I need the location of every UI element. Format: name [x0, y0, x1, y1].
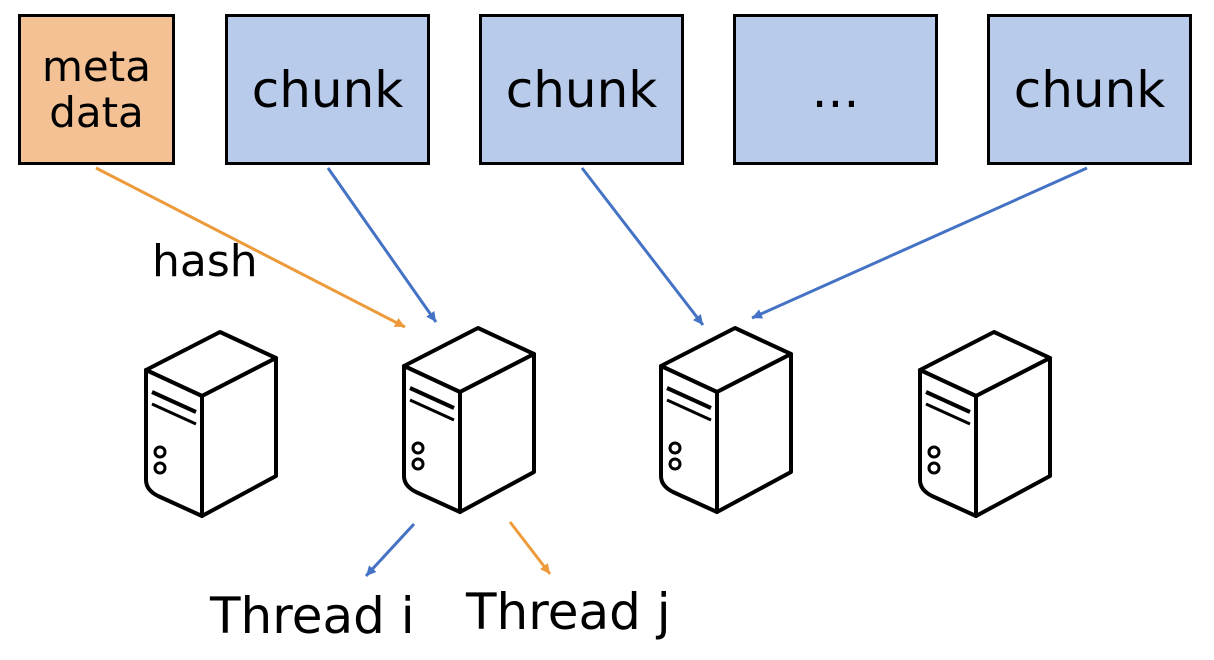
arrow-metadata-to-server-2	[95, 166, 406, 329]
arrow-chunk-2-to-server-3	[580, 167, 705, 326]
hash-label: hash	[152, 236, 258, 287]
ellipsis-block-label: ...	[811, 60, 860, 119]
chunk-block-1: chunk	[225, 14, 430, 165]
thread-i-label: Thread i	[210, 587, 415, 645]
arrow-chunk-4-to-server-3	[751, 166, 1088, 320]
server-icon-3	[659, 326, 793, 514]
thread-j-label: Thread j	[466, 583, 671, 641]
chunk-block-label: chunk	[1013, 60, 1166, 119]
server-icon-2	[402, 326, 536, 514]
server-icon-1	[144, 330, 278, 518]
server-icon-4	[918, 330, 1052, 518]
metadata-block-line-1: meta	[42, 41, 151, 91]
chunk-block-3: chunk	[987, 14, 1192, 165]
ellipsis-block: ...	[733, 14, 938, 165]
chunk-block-label: chunk	[505, 60, 658, 119]
metadata-block: meta data	[18, 14, 175, 165]
arrow-chunk-1-to-server-2	[326, 167, 438, 323]
metadata-block-line-2: data	[49, 87, 144, 137]
arrow-server-2-to-thread-j	[508, 521, 552, 575]
arrow-server-2-to-thread-i	[364, 522, 416, 578]
chunk-block-2: chunk	[479, 14, 684, 165]
chunk-block-label: chunk	[251, 60, 404, 119]
